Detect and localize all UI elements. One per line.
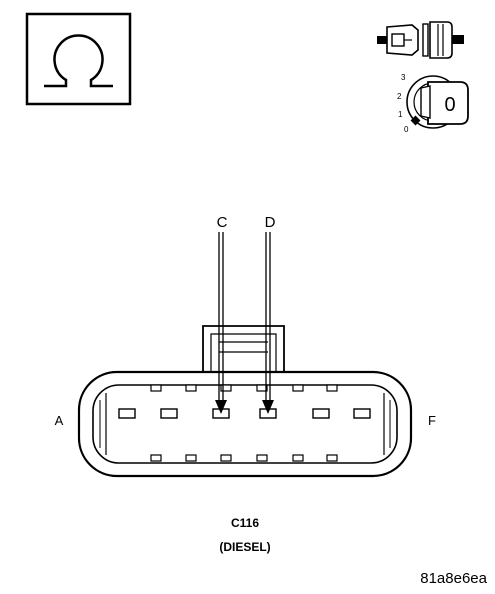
ignition-position-3: 3: [401, 73, 406, 82]
connector-body: [77, 370, 413, 478]
connector-side-label-f: F: [428, 413, 436, 428]
ignition-position-0: 0: [404, 125, 409, 134]
connector-latch: [202, 325, 285, 372]
connector-id: C116: [231, 516, 259, 530]
ignition-key-icon: 3 2 1 0 0: [397, 73, 469, 134]
cavity: [118, 408, 136, 419]
probe-label-c: C: [217, 214, 228, 231]
connector-bottom-notches: [150, 454, 338, 462]
ignition-position-2: 2: [397, 92, 402, 101]
cavity: [353, 408, 371, 419]
ohm-symbol-icon: [25, 12, 132, 106]
reference-code: 81a8e6ea: [420, 570, 487, 587]
connector-top-notches: [150, 384, 338, 392]
connector-variant: (DIESEL): [219, 540, 270, 554]
disconnect-connector-icon: [377, 21, 464, 59]
cavity: [160, 408, 178, 419]
probe-arrow-c: [215, 232, 227, 414]
cavity: [312, 408, 330, 419]
probe-label-d: D: [265, 214, 276, 231]
ignition-key-position: 0: [444, 94, 455, 116]
ignition-position-1: 1: [398, 110, 403, 119]
connector-side-label-a: A: [55, 413, 64, 428]
probe-arrow-d: [262, 232, 274, 414]
